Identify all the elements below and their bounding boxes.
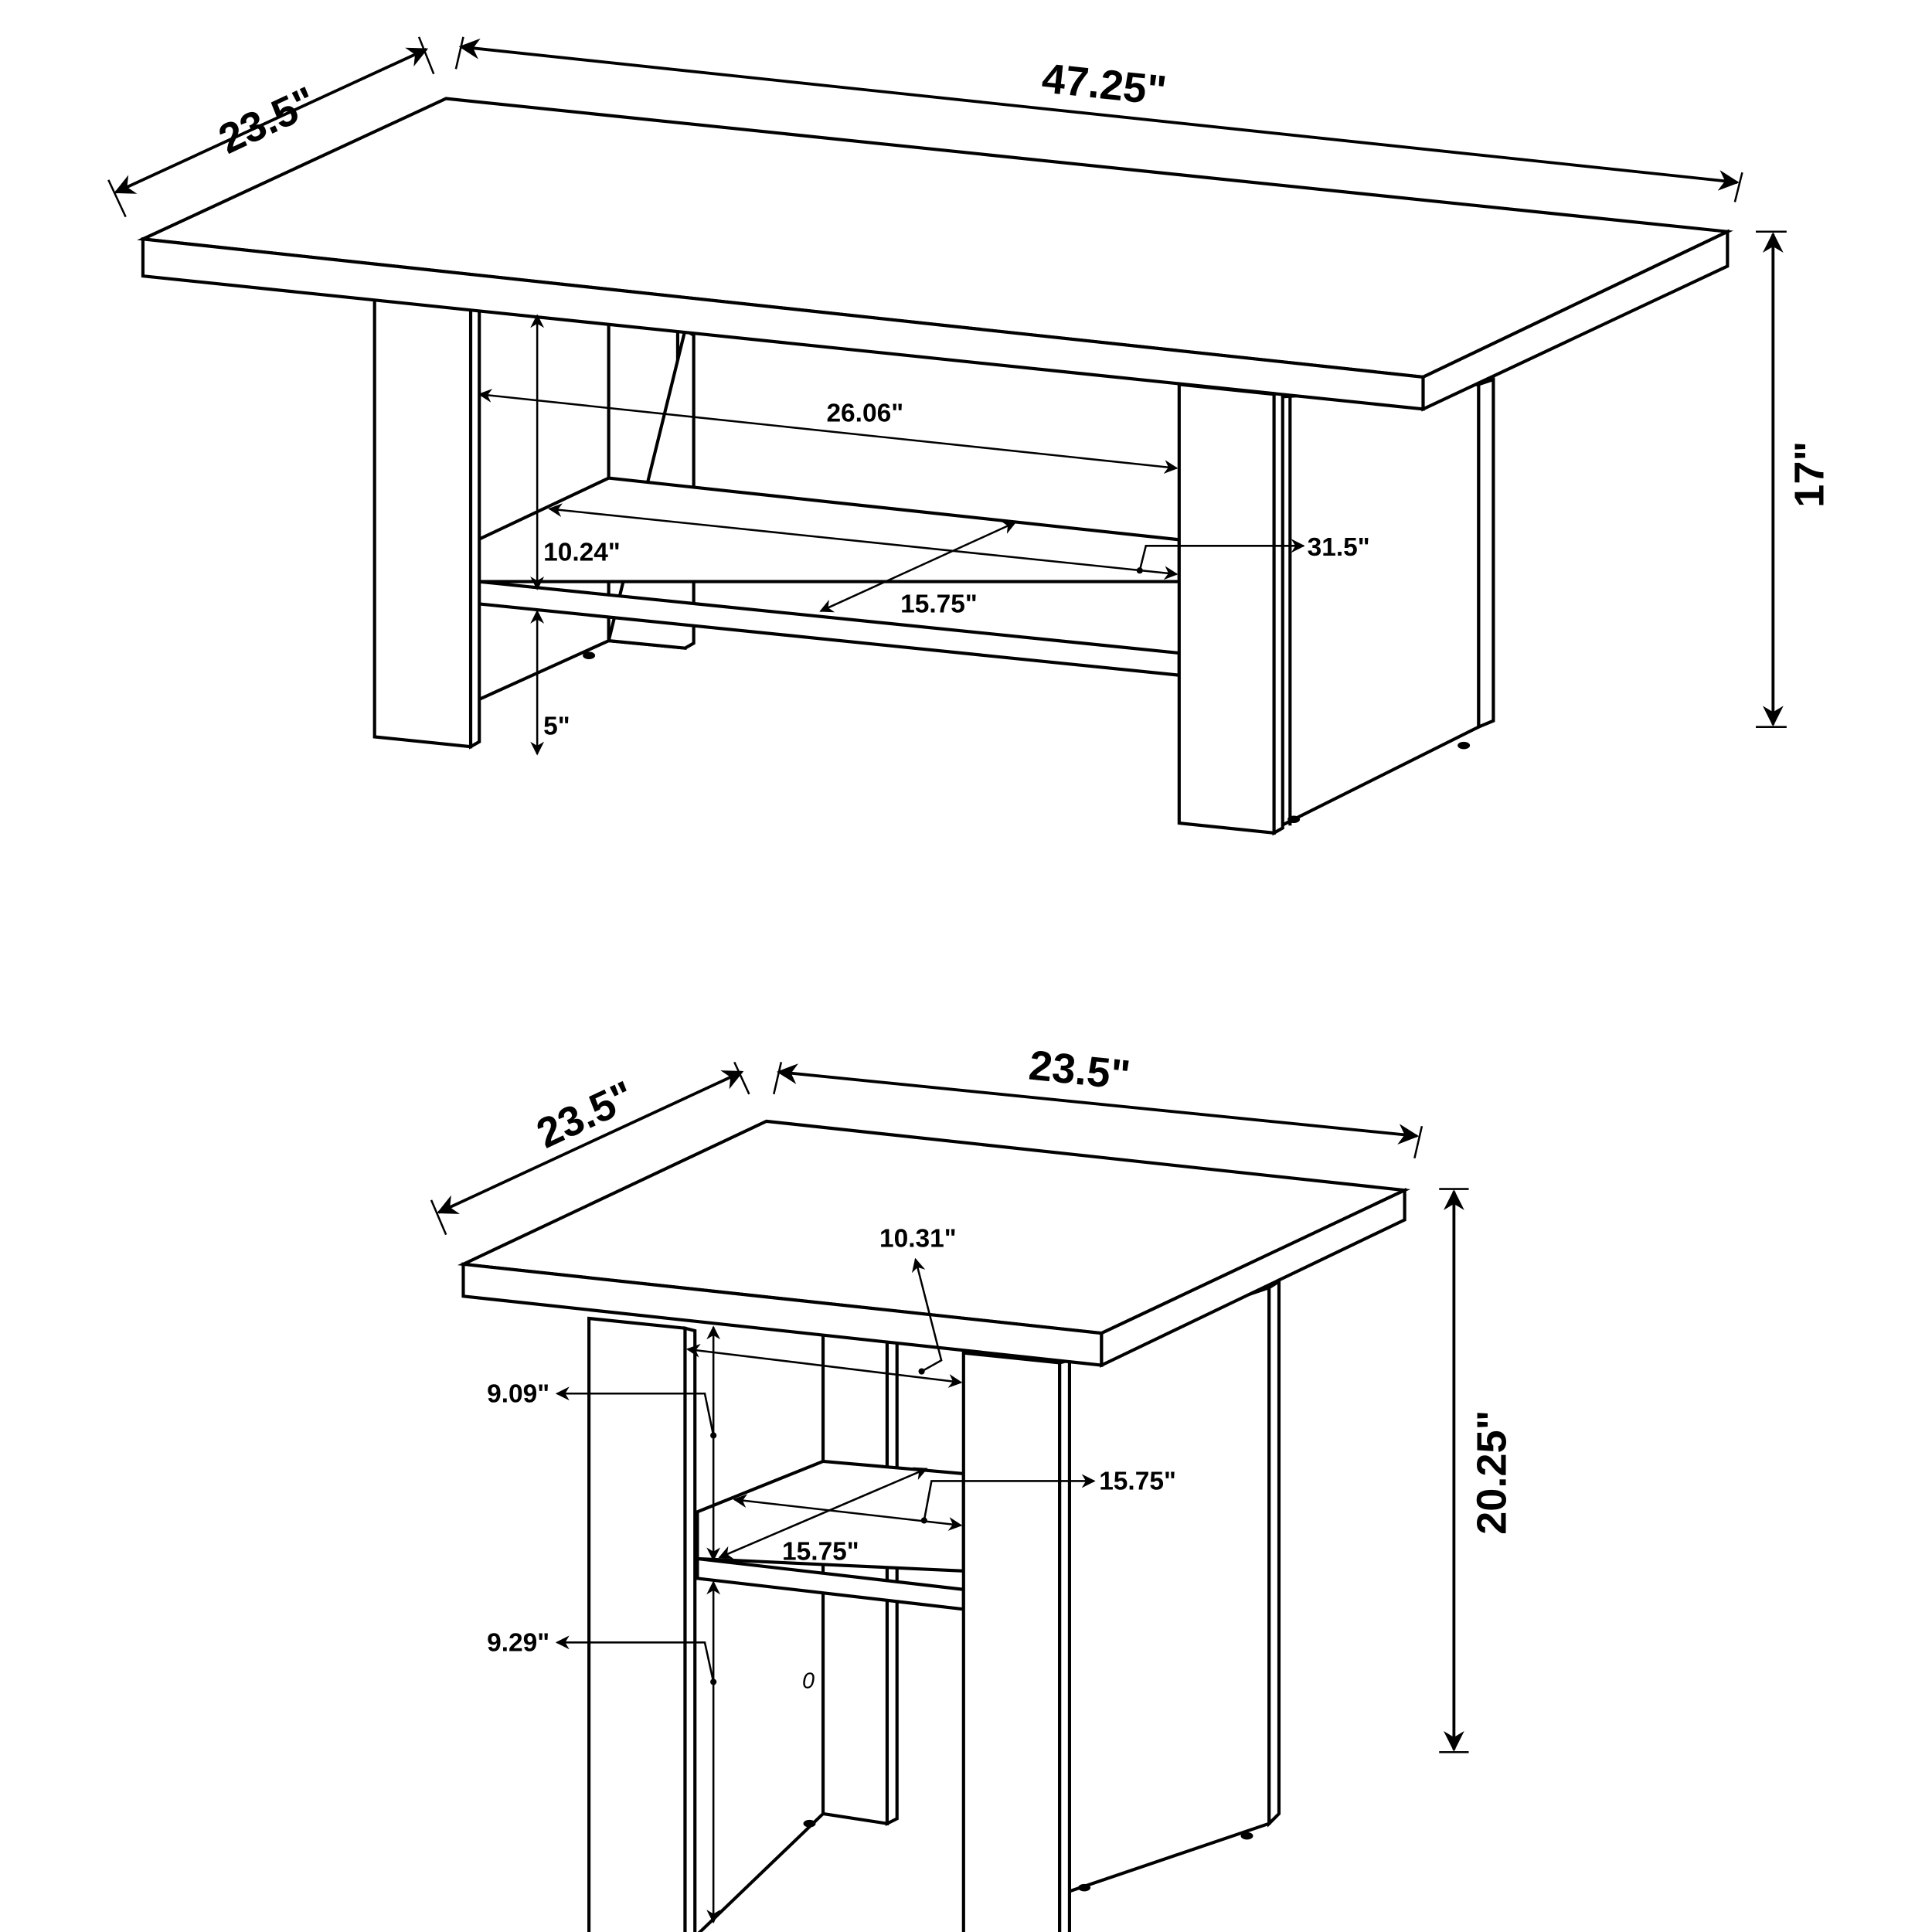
coffee-table-shelf-clearance-label: 10.24" [543,538,621,566]
end-table-width-label: 23.5" [1027,1042,1133,1098]
coffee-table-front-left-leg [372,294,481,750]
coffee-table-shelf [476,476,1181,702]
end-table-inner-width-dimension: 10.31" [685,1225,963,1388]
end-table-lower-clearance-label: 9.29" [487,1628,549,1657]
end-table: 0 23.5" [430,1042,1515,1932]
end-table-upper-clearance-label: 9.09" [487,1379,549,1408]
end-table-shelf-depth-label: 15.75" [782,1537,859,1566]
coffee-table-height-label: 17" [1787,441,1833,508]
end-table-height-dimension: 20.25" [1439,1188,1515,1753]
end-table-upper-clearance-dimension: 9.09" [487,1325,721,1562]
knob-mark: 0 [802,1668,815,1693]
end-table-shelf-width-label: 15.75" [1099,1468,1176,1496]
end-table-front-right-leg [961,1351,1072,1932]
coffee-table: 23.5" 47.25" 17" 26.06" 10.24" 5" [107,36,1833,836]
end-table-height-label: 20.25" [1468,1410,1515,1535]
end-table-width-dimension: 23.5" [773,1042,1423,1159]
coffee-table-inner-width-dimension: 26.06" [478,389,1179,474]
coffee-table-shelf-width-label: 31.5" [1308,533,1370,562]
coffee-table-inner-width-label: 26.06" [826,399,903,427]
coffee-table-shelf-depth-label: 15.75" [900,590,978,618]
end-table-back-right-panel [1067,1278,1281,1894]
end-table-lower-clearance-dimension: 9.29" [487,1580,721,1924]
end-table-front-left-leg [587,1316,697,1932]
coffee-table-width-label: 47.25" [1040,55,1169,114]
coffee-table-shelf-depth-dimension: 15.75" [819,521,1017,618]
coffee-table-depth-label: 23.5" [212,78,323,163]
coffee-table-floor-clearance-dimension: 5" [530,610,570,756]
coffee-table-front-right-leg [1177,383,1284,836]
coffee-table-back-right-panel [1280,377,1495,828]
end-table-shelf-depth-dimension: 15.75" [718,1467,928,1566]
end-table-shelf [696,1459,965,1611]
end-table-back-left-leg: 0 [697,1328,899,1932]
coffee-table-height-dimension: 17" [1756,230,1833,728]
end-table-inner-width-label: 10.31" [879,1225,957,1253]
coffee-table-floor-clearance-label: 5" [543,712,570,740]
